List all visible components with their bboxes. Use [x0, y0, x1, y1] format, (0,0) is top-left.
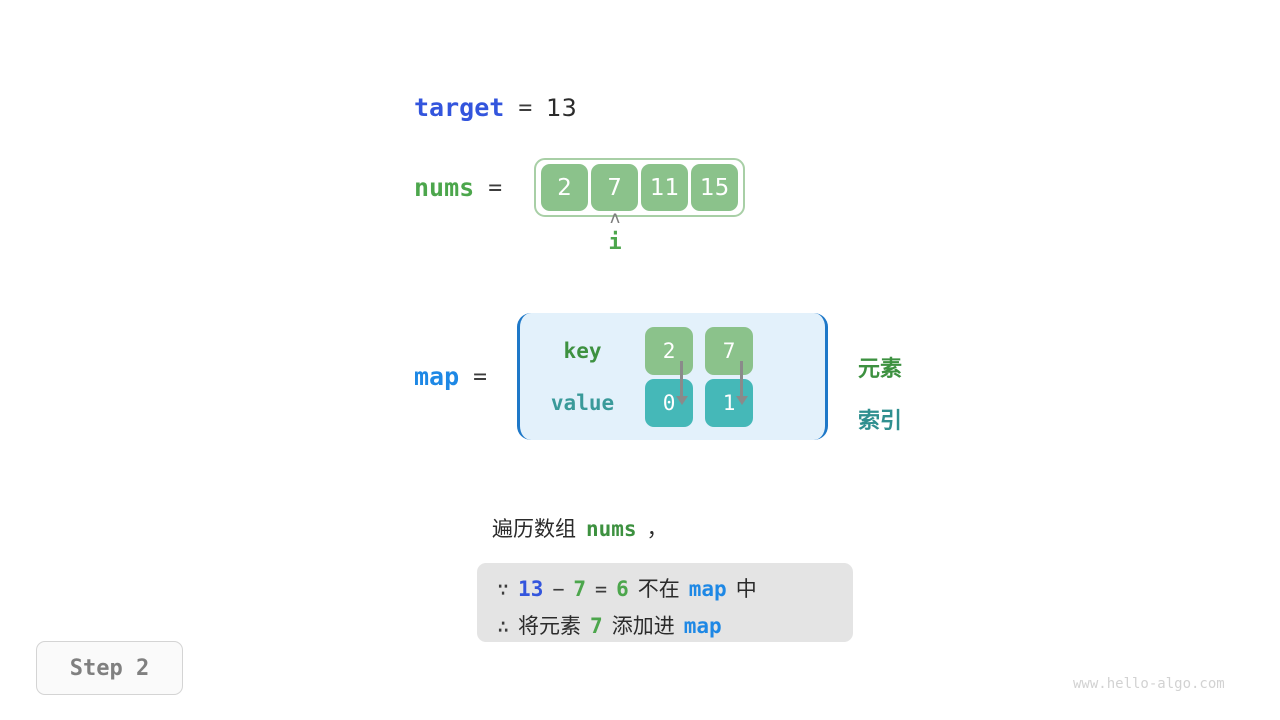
array-cell: 2: [541, 164, 589, 211]
caption-prefix: 遍历数组: [492, 517, 576, 541]
target-value: 13: [546, 93, 577, 122]
map-value-row: value 0 1: [520, 379, 825, 427]
reasoning-target-value: 13: [518, 577, 544, 601]
map-variable-label: map: [414, 362, 460, 391]
reasoning-line-1: ∵ 13 − 7 = 6 不在 map 中: [497, 573, 853, 610]
reasoning-map-token: map: [683, 614, 722, 638]
caption-line: 遍历数组 nums ，: [492, 513, 668, 543]
target-row: target = 13: [414, 93, 577, 122]
map-key-cell: 2: [645, 327, 694, 375]
pointer-label-i: i: [608, 230, 622, 255]
array-cell: 15: [691, 164, 739, 211]
equals-symbol: =: [595, 577, 608, 601]
reasoning-result-value: 6: [616, 577, 629, 601]
nums-row: nums = 2 7 11 15: [414, 158, 746, 217]
map-equals-sign: =: [473, 363, 488, 390]
caption-suffix: ，: [646, 517, 668, 541]
map-key-cells: 2 7: [645, 327, 754, 375]
map-value-label: value: [550, 391, 615, 415]
map-key-label: key: [563, 339, 602, 363]
map-key-cell: 7: [705, 327, 754, 375]
array-cell: 11: [641, 164, 689, 211]
reasoning-action-suffix: 添加进: [611, 614, 675, 638]
nums-equals-sign: =: [488, 174, 503, 201]
reasoning-box: ∵ 13 − 7 = 6 不在 map 中 ∴ 将元素 7 添加进 map: [477, 563, 853, 642]
index-pointer-group: ʌ i: [600, 208, 630, 258]
caption-nums-token: nums: [586, 517, 637, 541]
minus-symbol: −: [552, 577, 565, 601]
caret-up-icon: ʌ: [609, 208, 621, 228]
target-equals-sign: =: [518, 94, 533, 121]
nums-variable-label: nums: [414, 173, 475, 202]
reasoning-line-2: ∴ 将元素 7 添加进 map: [497, 610, 853, 647]
side-label-index: 索引: [858, 409, 903, 434]
array-cell: 7: [591, 164, 639, 211]
nums-array-container: 2 7 11 15: [534, 158, 746, 217]
reasoning-action-prefix: 将元素: [518, 614, 582, 638]
arrow-down-icon: [675, 361, 688, 405]
map-key-row: key 2 7: [520, 327, 825, 375]
map-container: key 2 7 value 0 1: [517, 313, 829, 440]
target-variable-label: target: [414, 93, 505, 122]
because-symbol-icon: ∵: [497, 577, 510, 601]
watermark: www.hello-algo.com: [1073, 676, 1225, 692]
reasoning-current-element: 7: [573, 577, 587, 601]
therefore-symbol-icon: ∴: [497, 614, 510, 638]
side-label-element: 元素: [858, 357, 903, 382]
reasoning-map-token: map: [688, 577, 727, 601]
arrow-down-icon: [735, 361, 748, 405]
reasoning-added-element: 7: [590, 614, 603, 638]
step-badge: Step 2: [36, 641, 183, 695]
reasoning-not-in-text: 不在: [637, 577, 680, 601]
map-side-labels: 元素 索引: [858, 313, 978, 445]
map-row: map = key 2 7 value 0 1: [414, 313, 829, 440]
reasoning-tail-text: 中: [735, 577, 757, 601]
